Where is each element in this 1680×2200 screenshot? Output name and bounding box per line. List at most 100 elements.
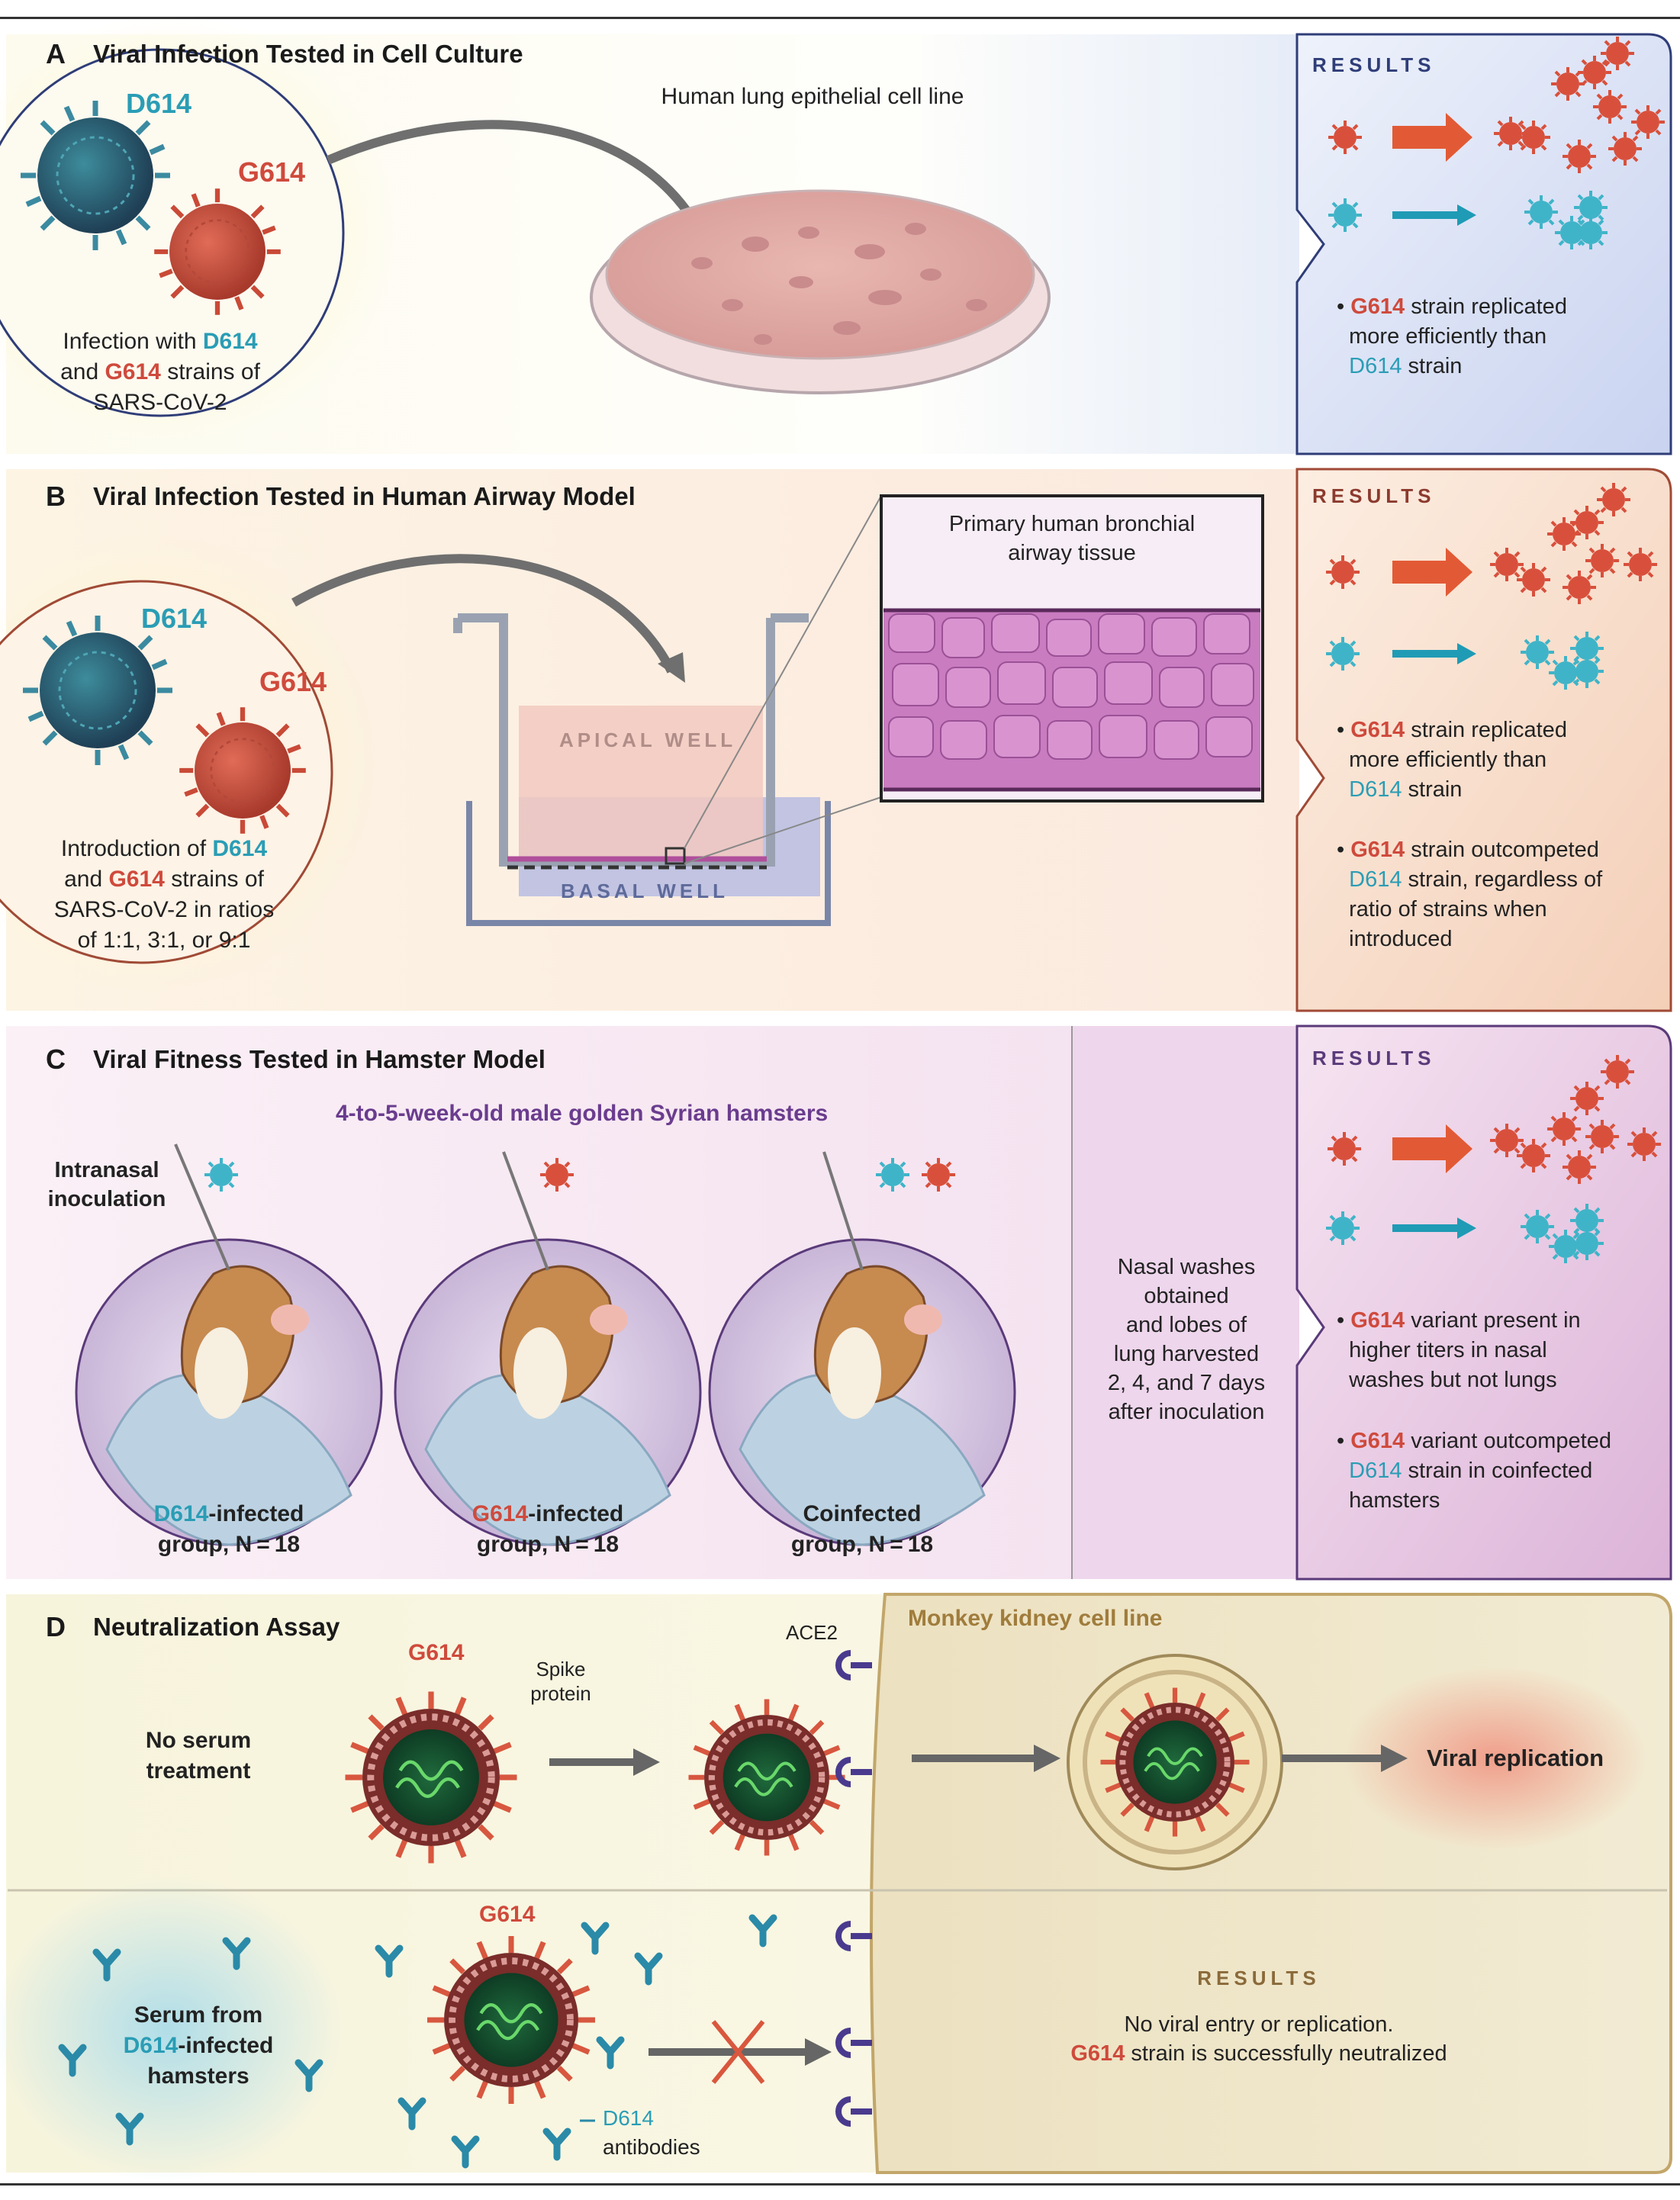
infection-line2-pre: and <box>60 359 105 384</box>
group-d614: D614 <box>153 1501 209 1526</box>
antibody-line2: antibodies <box>603 2135 700 2159</box>
no-serum-line1: No serum <box>145 1728 252 1753</box>
results-c-bullet-2: • G614 variant outcompeted D614 strain i… <box>1337 1429 1611 1513</box>
results-b2-g614: G614 <box>1350 838 1405 862</box>
infection-line2-post: strains of <box>160 359 260 384</box>
results-c2-line1: variant outcompeted <box>1405 1429 1611 1453</box>
nasal-line-5: 2, 4, and 7 days <box>1107 1371 1266 1395</box>
infection-line1-pre: Infection with <box>63 329 203 354</box>
panel-a-letter: A <box>46 38 66 69</box>
group-g614-post: -infected <box>528 1501 624 1526</box>
nasal-line-4: lung harvested <box>1113 1342 1260 1366</box>
inoculation-line2: inoculation <box>47 1187 166 1211</box>
serum-label: Serum from D614-infected hamsters <box>111 2000 286 2092</box>
group-d614-post: -infected <box>208 1501 304 1526</box>
intro-line1-d614: D614 <box>212 836 268 861</box>
results-c2-g614: G614 <box>1350 1429 1405 1453</box>
results-c2-line3: hamsters <box>1349 1488 1440 1513</box>
intro-line2-post: strains of <box>164 867 264 892</box>
results-b2-line4: introduced <box>1349 927 1453 951</box>
virus-d614-label-a: D614 <box>126 88 192 119</box>
infection-line2-g614: G614 <box>105 359 161 384</box>
infection-line3: SARS-CoV-2 <box>93 390 227 415</box>
virus-g614-bottom-label: G614 <box>479 1902 536 1927</box>
cell-line-label: Monkey kidney cell line <box>908 1606 1163 1631</box>
basal-well-label: BASAL WELL <box>561 880 729 902</box>
spike-line2: protein <box>530 1682 591 1705</box>
group-coinfected-label: Coinfected group, N = 18 <box>748 1499 977 1560</box>
panel-b-letter: B <box>46 481 66 512</box>
virus-g614-label-b: G614 <box>259 666 327 697</box>
serum-d614: D614 <box>123 2033 179 2058</box>
intro-line4: of 1:1, 3:1, or 9:1 <box>77 928 251 953</box>
intro-line3: SARS-CoV-2 in ratios <box>53 897 275 922</box>
nasal-line-6: after inoculation <box>1108 1400 1265 1424</box>
results-c1-g614: G614 <box>1350 1308 1405 1333</box>
group-g614-n: group, N = 18 <box>476 1532 620 1557</box>
spike-line1: Spike <box>536 1658 586 1681</box>
intro-line2-g614: G614 <box>108 867 165 892</box>
results-b2-line2: strain, regardless of <box>1402 867 1603 892</box>
virus-g614-label-a: G614 <box>238 156 306 188</box>
results-b-bullet-1: • G614 strain replicated more efficientl… <box>1337 718 1567 802</box>
results-heading-c: RESULTS <box>1312 1047 1436 1069</box>
results-a-line3: strain <box>1402 354 1463 378</box>
results-b2-line3: ratio of strains when <box>1349 897 1547 921</box>
infection-caption: Infection with D614 and G614 strains of … <box>23 326 298 418</box>
no-serum-line2: treatment <box>146 1758 251 1783</box>
nasal-washes-text: Nasal washes obtained and lobes of lung … <box>1076 1253 1297 1426</box>
virus-g614-top-label: G614 <box>408 1640 465 1665</box>
panel-c-title: Viral Fitness Tested in Hamster Model <box>93 1045 546 1073</box>
group-coinfected-n: group, N = 18 <box>790 1532 934 1557</box>
group-d614-n: group, N = 18 <box>157 1532 301 1557</box>
results-b1-line3: strain <box>1402 777 1463 802</box>
intro-line2-pre: and <box>64 867 109 892</box>
ace2-label: ACE2 <box>786 1621 838 1644</box>
results-a-d614: D614 <box>1349 354 1402 378</box>
results-b-bullet-2: • G614 strain outcompeted D614 strain, r… <box>1337 838 1603 951</box>
results-b1-g614: G614 <box>1350 718 1405 742</box>
group-g614: G614 <box>471 1501 529 1526</box>
results-d-line1: No viral entry or replication. <box>1124 2012 1394 2037</box>
panel-b-title: Viral Infection Tested in Human Airway M… <box>93 482 636 510</box>
intro-line1-pre: Introduction of <box>60 836 213 861</box>
hamster-description: 4-to-5-week-old male golden Syrian hamst… <box>336 1101 829 1126</box>
results-b1-line1: strain replicated <box>1405 718 1567 742</box>
panel-d-letter: D <box>46 1611 66 1642</box>
bottom-rule <box>0 2183 1680 2186</box>
group-g614-label: G614-infected group, N = 18 <box>433 1499 662 1560</box>
top-rule <box>0 17 1680 19</box>
results-c1-line3: washes but not lungs <box>1349 1368 1557 1392</box>
results-b2-d614: D614 <box>1349 867 1402 892</box>
group-d614-label: D614-infected group, N = 18 <box>114 1499 343 1560</box>
results-c1-line2: higher titers in nasal <box>1349 1338 1547 1362</box>
nasal-line-2: obtained <box>1144 1284 1229 1308</box>
viral-replication-label: Viral replication <box>1427 1745 1604 1771</box>
results-d-g614: G614 <box>1070 2041 1125 2066</box>
results-heading-a: RESULTS <box>1312 53 1436 76</box>
results-c2-line2: strain in coinfected <box>1402 1459 1593 1483</box>
serum-line2-post: -infected <box>178 2033 274 2058</box>
apical-well-label: APICAL WELL <box>559 729 737 751</box>
results-b2-line1: strain outcompeted <box>1405 838 1599 862</box>
results-d-line2: strain is successfully neutralized <box>1125 2041 1447 2066</box>
nasal-line-3: and lobes of <box>1125 1313 1247 1337</box>
results-c2-d614: D614 <box>1349 1459 1402 1483</box>
introduction-caption: Introduction of D614 and G614 strains of… <box>23 834 305 956</box>
tissue-label: Primary human bronchial airway tissue <box>893 510 1251 568</box>
results-a-line2: more efficiently than <box>1349 324 1547 349</box>
virus-d614-label-b: D614 <box>141 603 208 634</box>
results-c1-line1: variant present in <box>1405 1308 1581 1333</box>
tissue-line2: airway tissue <box>1008 541 1136 565</box>
results-a-g614: G614 <box>1350 294 1405 319</box>
group-coinfected: Coinfected <box>803 1501 922 1526</box>
tissue-line1: Primary human bronchial <box>948 512 1196 536</box>
spike-protein-label: Spike protein <box>504 1657 618 1706</box>
serum-line1: Serum from <box>134 2002 263 2028</box>
results-a-bullet: • G614 strain replicated more efficientl… <box>1337 294 1567 378</box>
results-heading-d: RESULTS <box>1197 1967 1321 1989</box>
panel-d-title: Neutralization Assay <box>93 1613 340 1641</box>
results-b1-d614: D614 <box>1349 777 1402 802</box>
results-a-line1: strain replicated <box>1405 294 1567 319</box>
